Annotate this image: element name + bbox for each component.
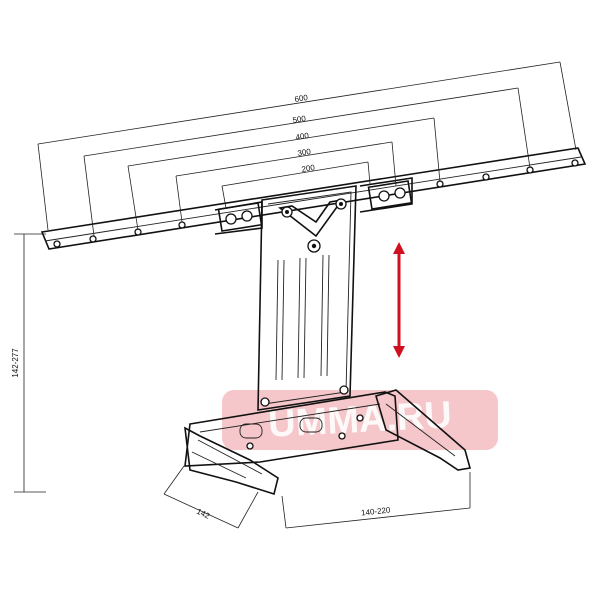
dim-600-label: 600: [294, 93, 309, 104]
width-dimensions: 600 500 400 300 200: [37, 61, 577, 237]
vertical-plate: [257, 185, 357, 411]
dim-foot-width-label: 140-220: [361, 505, 392, 517]
dim-depth-label: 142: [195, 507, 211, 521]
dim-height-label: 142-277: [11, 348, 20, 378]
top-rail: [40, 147, 587, 250]
foot-width-dimension: 140-220: [281, 472, 471, 529]
base-stand: [184, 389, 472, 496]
dim-300-label: 300: [297, 147, 312, 158]
height-dimension: 142-277: [11, 233, 46, 493]
dim-500-label: 500: [292, 114, 307, 125]
dim-400-label: 400: [295, 131, 310, 142]
dim-200-label: 200: [301, 163, 316, 174]
